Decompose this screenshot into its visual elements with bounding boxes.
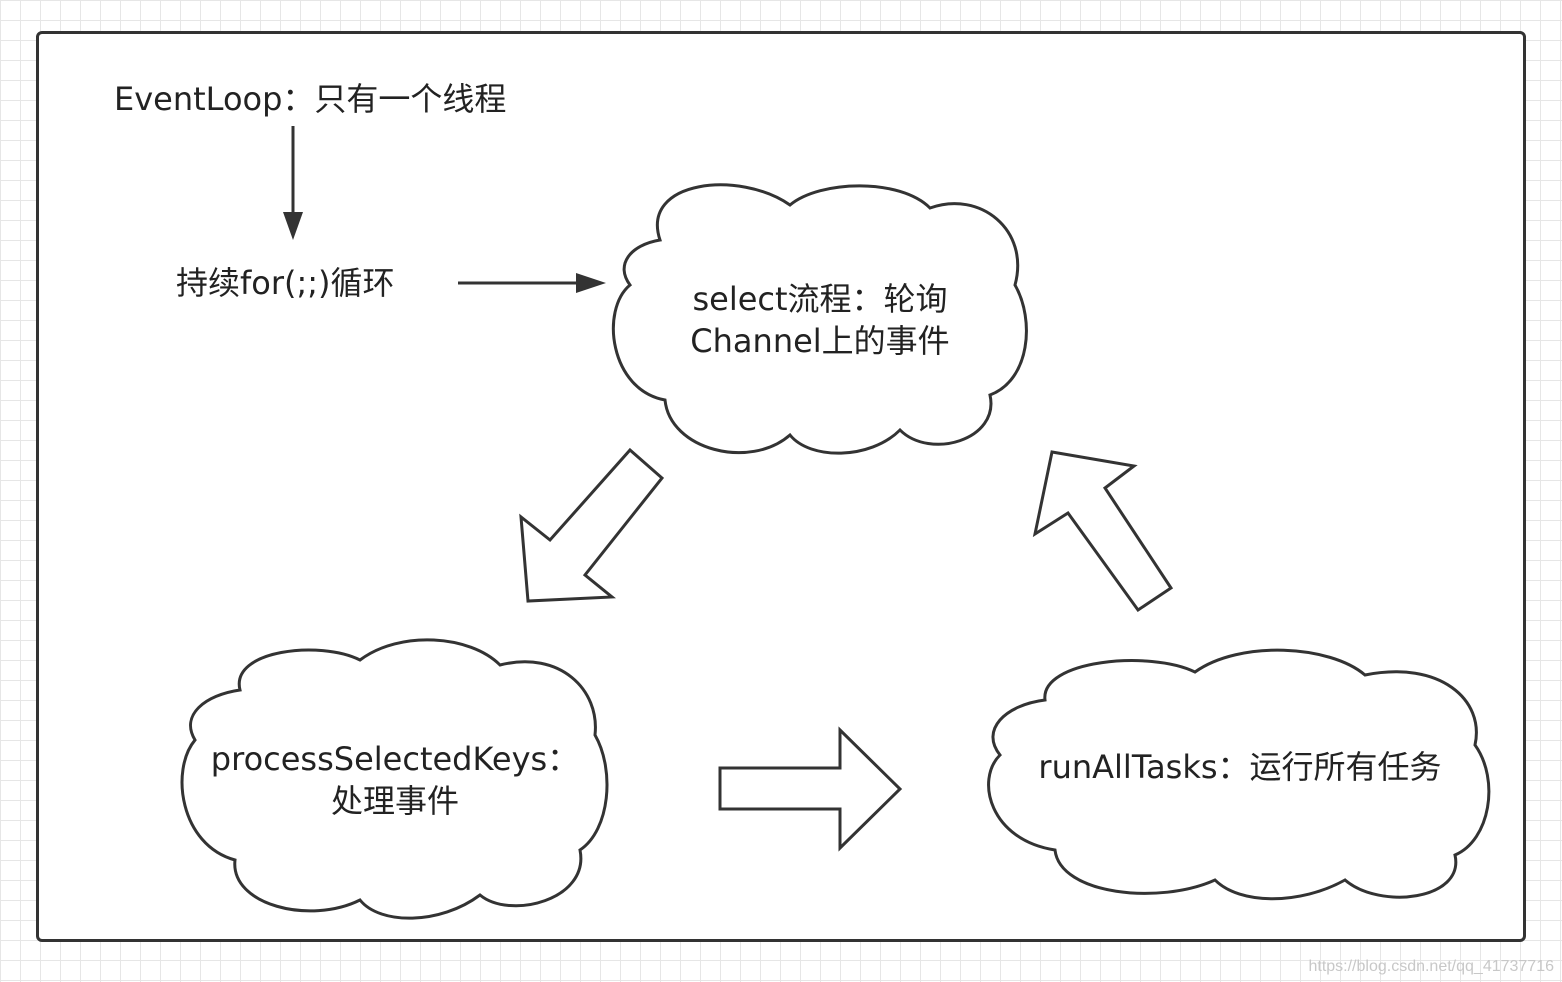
cloud-run (987, 648, 1491, 901)
block-arrow-select-to-process (519, 447, 665, 603)
cloud-process-line2: 处理事件 (330, 782, 459, 820)
for-loop-label: 持续for(;;)循环 (176, 264, 395, 302)
cloud-run-line1: runAllTasks：运行所有任务 (1038, 748, 1442, 786)
cloud-process-text: processSelectedKeys： 处理事件 (200, 738, 590, 822)
eventloop-label: EventLoop：只有一个线程 (114, 80, 507, 118)
cloud-select-line1: select流程：轮询 (692, 280, 948, 318)
watermark: https://blog.csdn.net/qq_41737716 (1308, 958, 1554, 975)
cloud-select-text: select流程：轮询 Channel上的事件 (660, 278, 980, 362)
cloud-process-line1: processSelectedKeys： (210, 740, 580, 778)
cloud-process (180, 638, 609, 920)
block-arrow-process-to-run (718, 726, 903, 852)
block-arrow-run-to-select (1032, 450, 1174, 613)
arrowhead-right-icon (576, 273, 606, 293)
cloud-select-line2: Channel上的事件 (690, 322, 950, 360)
cloud-select (611, 183, 1028, 455)
cloud-run-text: runAllTasks：运行所有任务 (1010, 746, 1470, 788)
arrowhead-down-icon (283, 212, 303, 240)
